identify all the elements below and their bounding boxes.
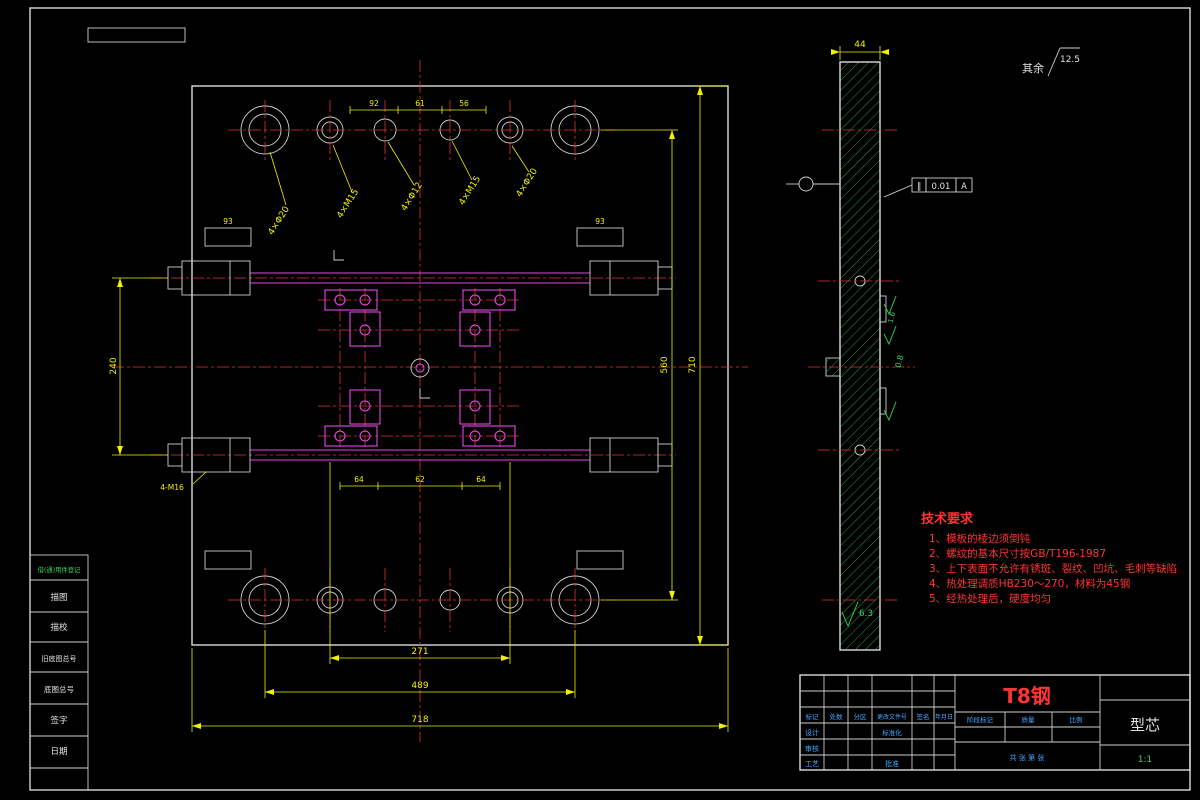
margin-label-old-no: 旧底图总号 xyxy=(42,654,77,663)
core-slots xyxy=(324,250,516,447)
dim-bottom-mid: 489 xyxy=(411,681,428,691)
dim-left-span: 240 xyxy=(109,357,119,374)
surface-note: 其余 12.5 xyxy=(1022,47,1080,77)
dim-top-c: 56 xyxy=(459,99,469,108)
tb-part-name: 型芯 xyxy=(1130,716,1160,734)
finish-step-value: 1.6 xyxy=(887,311,898,324)
section-body xyxy=(839,61,881,651)
tb-label-date: 年月日 xyxy=(935,713,953,721)
dim-cluster-c: 64 xyxy=(476,475,486,484)
dim-cluster-b: 62 xyxy=(415,475,425,484)
dim-corner-key-right: 93 xyxy=(595,217,605,226)
dim-bottom-outer: 718 xyxy=(411,715,428,725)
tech-req-item-1: 1、模板的棱边须倒钝 xyxy=(929,532,1031,545)
tb-label-design: 设计 xyxy=(805,728,819,737)
plate-outline xyxy=(191,85,729,646)
tb-label-process: 工艺 xyxy=(805,760,819,768)
margin-label-date: 日期 xyxy=(50,747,67,757)
tb-label-zone: 分区 xyxy=(854,712,868,721)
dim-top-a: 92 xyxy=(369,99,379,108)
tolerance-datum: A xyxy=(961,182,967,192)
dim-corner-key-left: 93 xyxy=(223,217,233,226)
datum-balloon xyxy=(786,176,840,192)
tb-label-approve: 批准 xyxy=(885,759,899,768)
tech-req-item-3: 3、上下表面不允许有锈斑、裂纹、凹坑、毛刺等缺陷 xyxy=(929,562,1177,575)
section-centerlines xyxy=(808,129,915,601)
tb-label-sign: 签名 xyxy=(917,712,930,721)
margin-label-register: 借(通)用件登记 xyxy=(38,565,81,574)
margin-label-sign: 签字 xyxy=(50,715,67,726)
tolerance-frame: ∥ 0.01 A xyxy=(883,177,973,198)
dimensions: 92 61 56 64 62 64 4-M16 240 560 xyxy=(109,85,729,732)
centerlines xyxy=(112,60,748,742)
title-block: 标记 处数 分区 更改文件号 签名 年月日 设计 标准化 审核 工艺 批准 T8… xyxy=(799,674,1191,771)
tolerance-value: 0.01 xyxy=(932,182,951,192)
guide-rail-top xyxy=(167,260,673,296)
tb-label-mark: 标记 xyxy=(806,712,820,721)
margin-label-base-no: 底图总号 xyxy=(44,684,74,694)
surface-finish-marks: 1.6 0.8 6.3 xyxy=(841,295,906,628)
tb-label-weight: 质量 xyxy=(1022,715,1036,724)
margin-label-trace: 描图 xyxy=(50,592,67,603)
tb-sheet-note: 共 张 第 张 xyxy=(1010,753,1045,762)
tb-label-stage: 阶段标记 xyxy=(967,715,994,724)
finish-bottom-value: 6.3 xyxy=(859,609,873,619)
corner-keyways xyxy=(204,227,624,570)
tech-req-item-5: 5、经热处理后，硬度均匀 xyxy=(929,592,1051,605)
tech-req-item-4: 4、热处理调质HB230～270，材料为45钢 xyxy=(929,577,1130,590)
tb-label-doc-no: 更改文件号 xyxy=(877,713,907,721)
dim-right-full: 710 xyxy=(688,356,698,373)
revision-notch xyxy=(87,27,186,43)
dim-section-width: 44 xyxy=(854,40,866,50)
guide-rail-bottom xyxy=(167,437,673,473)
dim-rail-thread: 4-M16 xyxy=(160,483,184,492)
tolerance-symbol: ∥ xyxy=(917,182,922,192)
sheet-frame xyxy=(29,7,1191,791)
margin-label-check: 描校 xyxy=(50,622,68,633)
tech-req-title: 技术要求 xyxy=(921,511,974,527)
dim-top-b: 61 xyxy=(415,99,425,108)
surface-note-prefix: 其余 xyxy=(1022,61,1044,75)
dim-bottom-inner: 271 xyxy=(411,647,428,657)
tb-label-count: 处数 xyxy=(830,712,844,721)
tb-material: T8钢 xyxy=(1003,684,1051,708)
dim-right-span: 560 xyxy=(660,356,670,373)
dim-cluster-a: 64 xyxy=(354,475,364,484)
finish-mid-value: 0.8 xyxy=(894,354,906,369)
surface-note-value: 12.5 xyxy=(1060,55,1080,65)
tb-label-standard: 标准化 xyxy=(882,728,902,737)
tb-label-scale: 比例 xyxy=(1070,715,1083,724)
tech-requirements: 技术要求 1、模板的棱边须倒钝 2、螺纹的基本尺寸按GB/T196-1987 3… xyxy=(921,511,1177,605)
tech-req-item-2: 2、螺纹的基本尺寸按GB/T196-1987 xyxy=(929,547,1106,560)
section-view: 44 ∥ 0.01 A 1.6 0.8 6.3 xyxy=(786,40,973,651)
tb-label-review: 审核 xyxy=(805,744,819,753)
tb-scale-value: 1:1 xyxy=(1138,755,1152,765)
margin-strip: 借(通)用件登记 描图 描校 旧底图总号 底图总号 签字 日期 xyxy=(29,554,89,791)
